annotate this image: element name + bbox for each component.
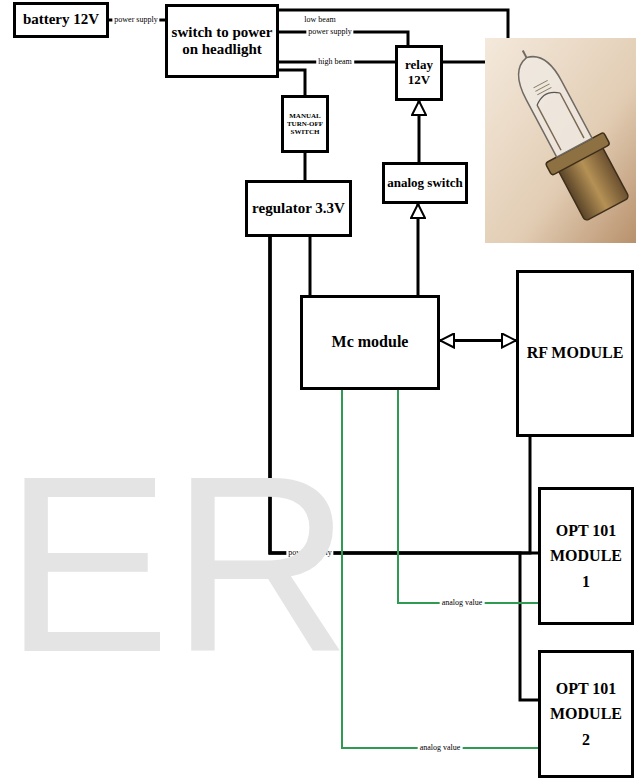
text-holder: battery 12V <box>23 11 99 28</box>
wire <box>309 237 312 295</box>
wire <box>417 204 420 295</box>
text-holder: regulator 3.3V <box>252 200 345 217</box>
manual-switch-box: MANUAL TURN-OFF SWITCH <box>281 95 329 153</box>
node-text: battery 12V <box>23 11 99 28</box>
bulb-figure <box>494 35 637 225</box>
relay-box: relay 12V <box>395 45 443 101</box>
text-holder: OPT 101 MODULE 1 <box>545 518 627 595</box>
node-text: Mc module <box>332 333 409 351</box>
lamp-wire <box>443 61 485 64</box>
wire-label: power supply <box>306 28 353 37</box>
wire <box>440 339 516 342</box>
rf-module-box: RF MODULE <box>516 270 634 437</box>
wire <box>418 101 421 162</box>
node-text: OPT 101 MODULE 1 <box>545 518 627 595</box>
regulator-box: regulator 3.3V <box>245 180 352 237</box>
node-text: RF MODULE <box>527 344 624 362</box>
photo-background <box>485 38 636 243</box>
wire <box>304 153 307 180</box>
text-holder: Mc module <box>332 333 409 351</box>
signal-wire <box>342 390 538 748</box>
node-text: switch to power on headlight <box>171 24 273 59</box>
node-text: OPT 101 MODULE 2 <box>545 676 627 753</box>
wire-label: analog value <box>440 599 485 608</box>
power-source-box: battery 12V <box>13 2 109 38</box>
node-text: regulator 3.3V <box>252 200 345 217</box>
lamp-wire <box>279 10 508 38</box>
node-text: analog switch <box>387 176 462 191</box>
text-holder: relay 12V <box>399 58 439 88</box>
wire-label: analog value <box>418 744 463 753</box>
switch-box: switch to power on headlight <box>165 4 279 78</box>
watermark: ER <box>4 440 351 690</box>
text-holder: OPT 101 MODULE 2 <box>545 676 627 753</box>
text-holder: switch to power on headlight <box>171 24 273 59</box>
microcontroller-box: Mc module <box>300 295 440 390</box>
wire <box>279 70 305 95</box>
sensor-module-box: OPT 101 MODULE 1 <box>538 487 634 625</box>
wire-label: low beam <box>302 16 337 25</box>
text-holder: MANUAL TURN-OFF SWITCH <box>285 112 325 136</box>
wire-label: power supply <box>112 16 159 25</box>
node-text: MANUAL TURN-OFF SWITCH <box>285 112 325 136</box>
wire-label: high beam <box>316 58 354 67</box>
sensor-module-box: OPT 101 MODULE 2 <box>538 650 634 778</box>
analog-switch-box: analog switch <box>382 162 468 204</box>
text-holder: analog switch <box>387 176 462 191</box>
text-holder: RF MODULE <box>527 344 624 362</box>
node-text: relay 12V <box>399 58 439 88</box>
